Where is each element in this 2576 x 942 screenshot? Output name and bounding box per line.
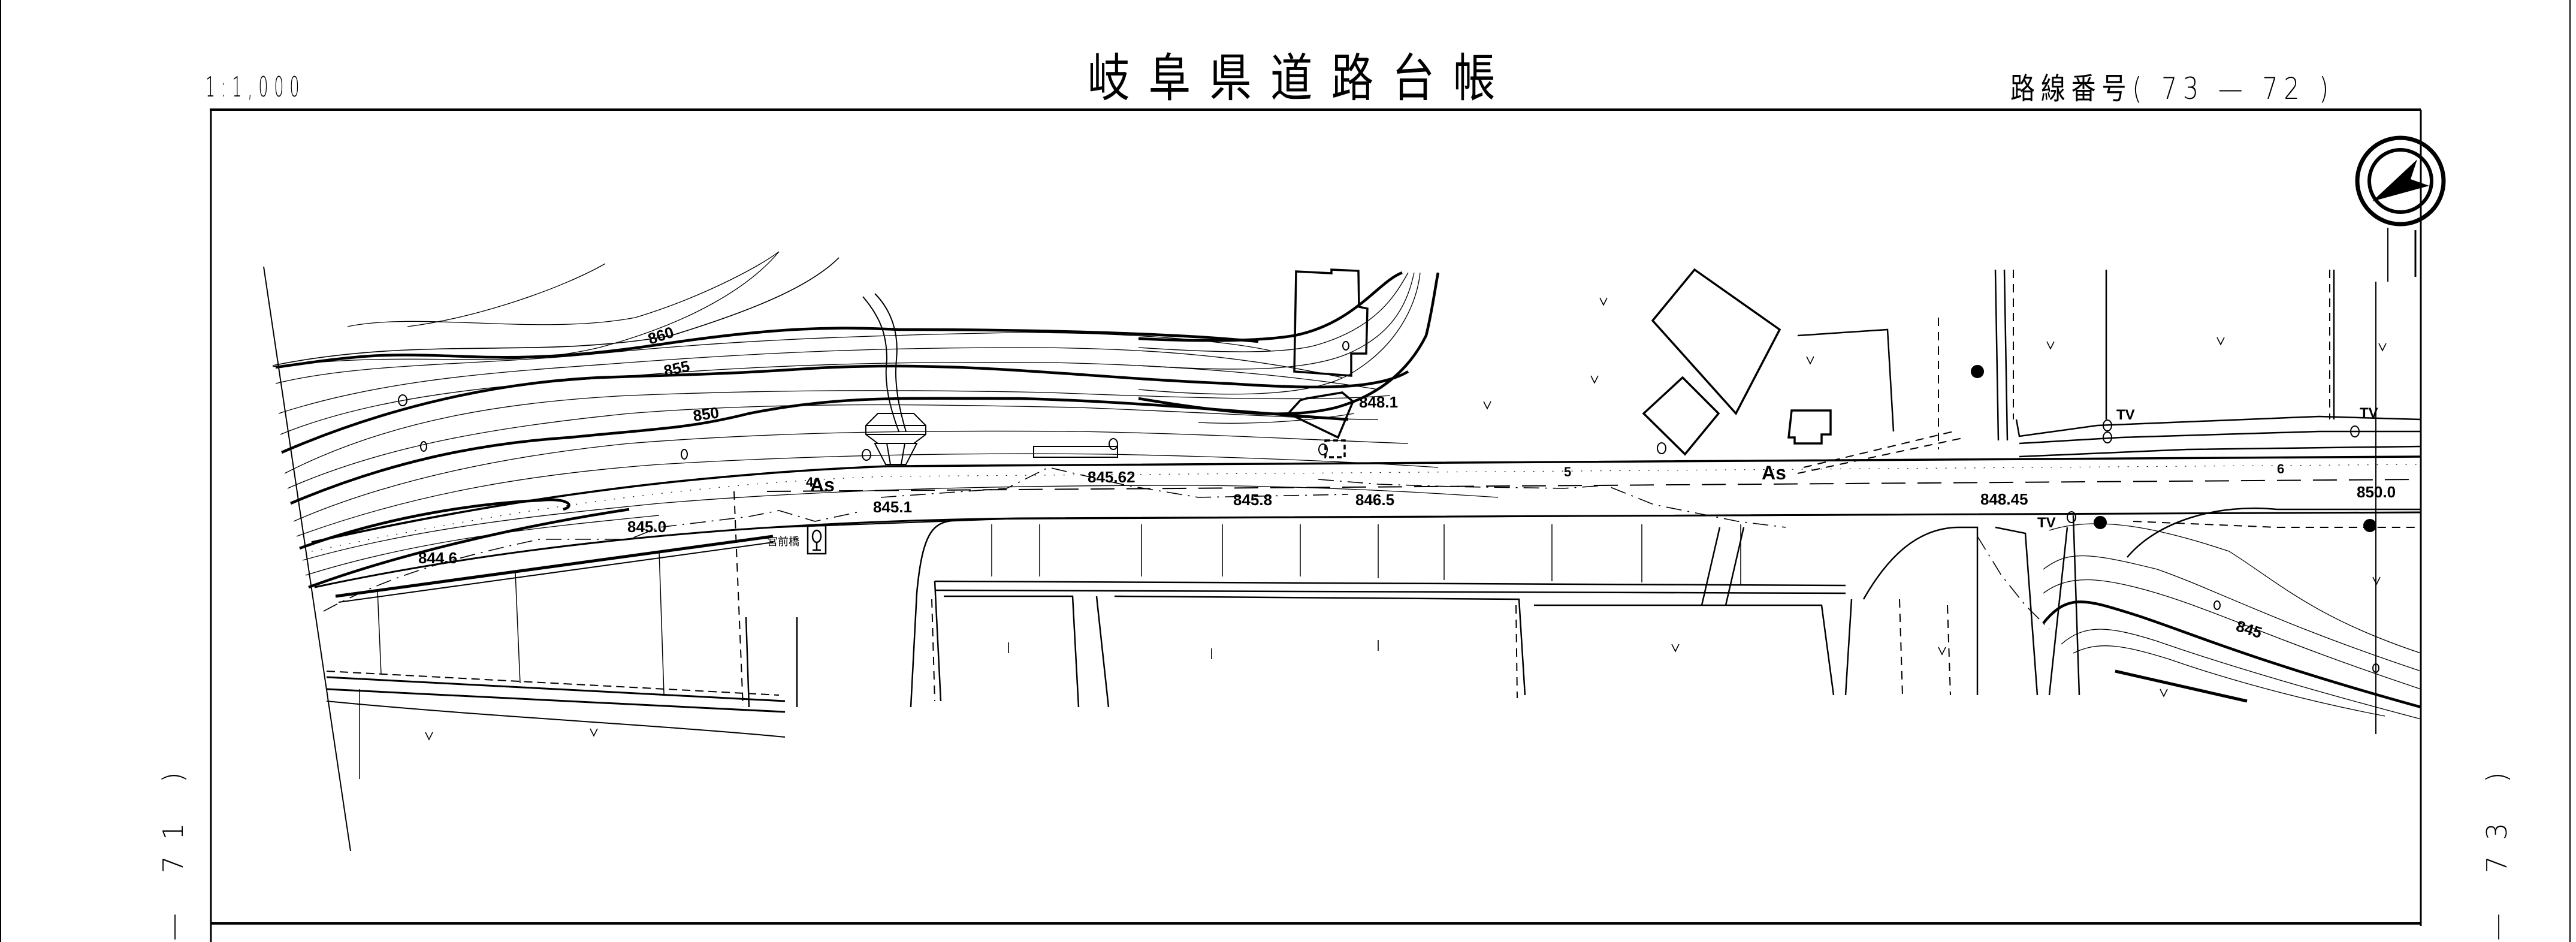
lantern-structure-icon <box>865 413 926 465</box>
tv-label: TV <box>2116 407 2135 423</box>
building <box>1787 409 1832 445</box>
building <box>1651 268 1781 416</box>
building <box>1642 376 1720 456</box>
side-roads-dashed <box>733 270 2421 708</box>
buildings <box>1033 268 1832 458</box>
tree-symbols <box>398 341 2379 673</box>
spot-elevation: 848.1 <box>1359 393 1398 411</box>
spot-elevation: 845.1 <box>873 498 912 516</box>
tv-label: TV <box>2360 405 2378 421</box>
bridge-name: 宮前橋 <box>767 536 799 548</box>
structure-outline <box>1324 439 1346 458</box>
station-number: 5 <box>1564 464 1571 479</box>
route-number-label: 路線番号( 73 — 72 ) <box>2010 71 2335 106</box>
scale-label: 1:1,000 <box>206 71 306 103</box>
page-title: 岐阜県道路台帳 <box>1088 49 1514 108</box>
contour-lines <box>272 251 1499 589</box>
page-edge-right <box>2569 0 2571 942</box>
bridge-marker <box>807 524 827 555</box>
spot-elevation: 845.0 <box>627 518 666 536</box>
spot-elevation: 846.5 <box>1355 491 1394 509</box>
contour-label: 860 <box>646 323 677 348</box>
contour-lines-lower-right <box>2042 523 2421 720</box>
station-number: 4 <box>806 475 814 490</box>
right-side-lots <box>1797 269 2421 458</box>
spot-elevation: 845.8 <box>1233 491 1272 509</box>
map-frame <box>210 108 2422 942</box>
spot-elevation: 848.45 <box>1980 490 2028 508</box>
contour-label: 845 <box>2234 617 2264 642</box>
tv-label: TV <box>2037 515 2056 531</box>
vegetation-marks <box>425 297 2387 741</box>
bench-structure <box>1033 446 1118 458</box>
surface-label-as: As <box>1762 462 1786 484</box>
spot-elevation: 850.0 <box>2357 483 2396 501</box>
roadside-ditch <box>326 535 786 738</box>
station-number: 6 <box>2277 461 2284 476</box>
contour-label: 850 <box>692 403 720 425</box>
north-arrow-icon <box>2355 135 2446 277</box>
contour-label: 855 <box>662 357 691 380</box>
surface-label-as: As <box>810 474 835 496</box>
main-road <box>311 455 2421 588</box>
spot-elevation: 844.6 <box>418 549 457 567</box>
map-labels: 860 855 850 845 844.6 845.0 845.1 845.62… <box>418 323 2396 642</box>
footpath <box>862 293 907 432</box>
page-edge-left <box>0 0 1 942</box>
spot-elevation: 845.62 <box>1088 468 1136 486</box>
building <box>1293 268 1369 377</box>
building <box>1287 391 1355 439</box>
side-roads <box>745 507 2421 708</box>
slope-leaders <box>359 524 1741 779</box>
